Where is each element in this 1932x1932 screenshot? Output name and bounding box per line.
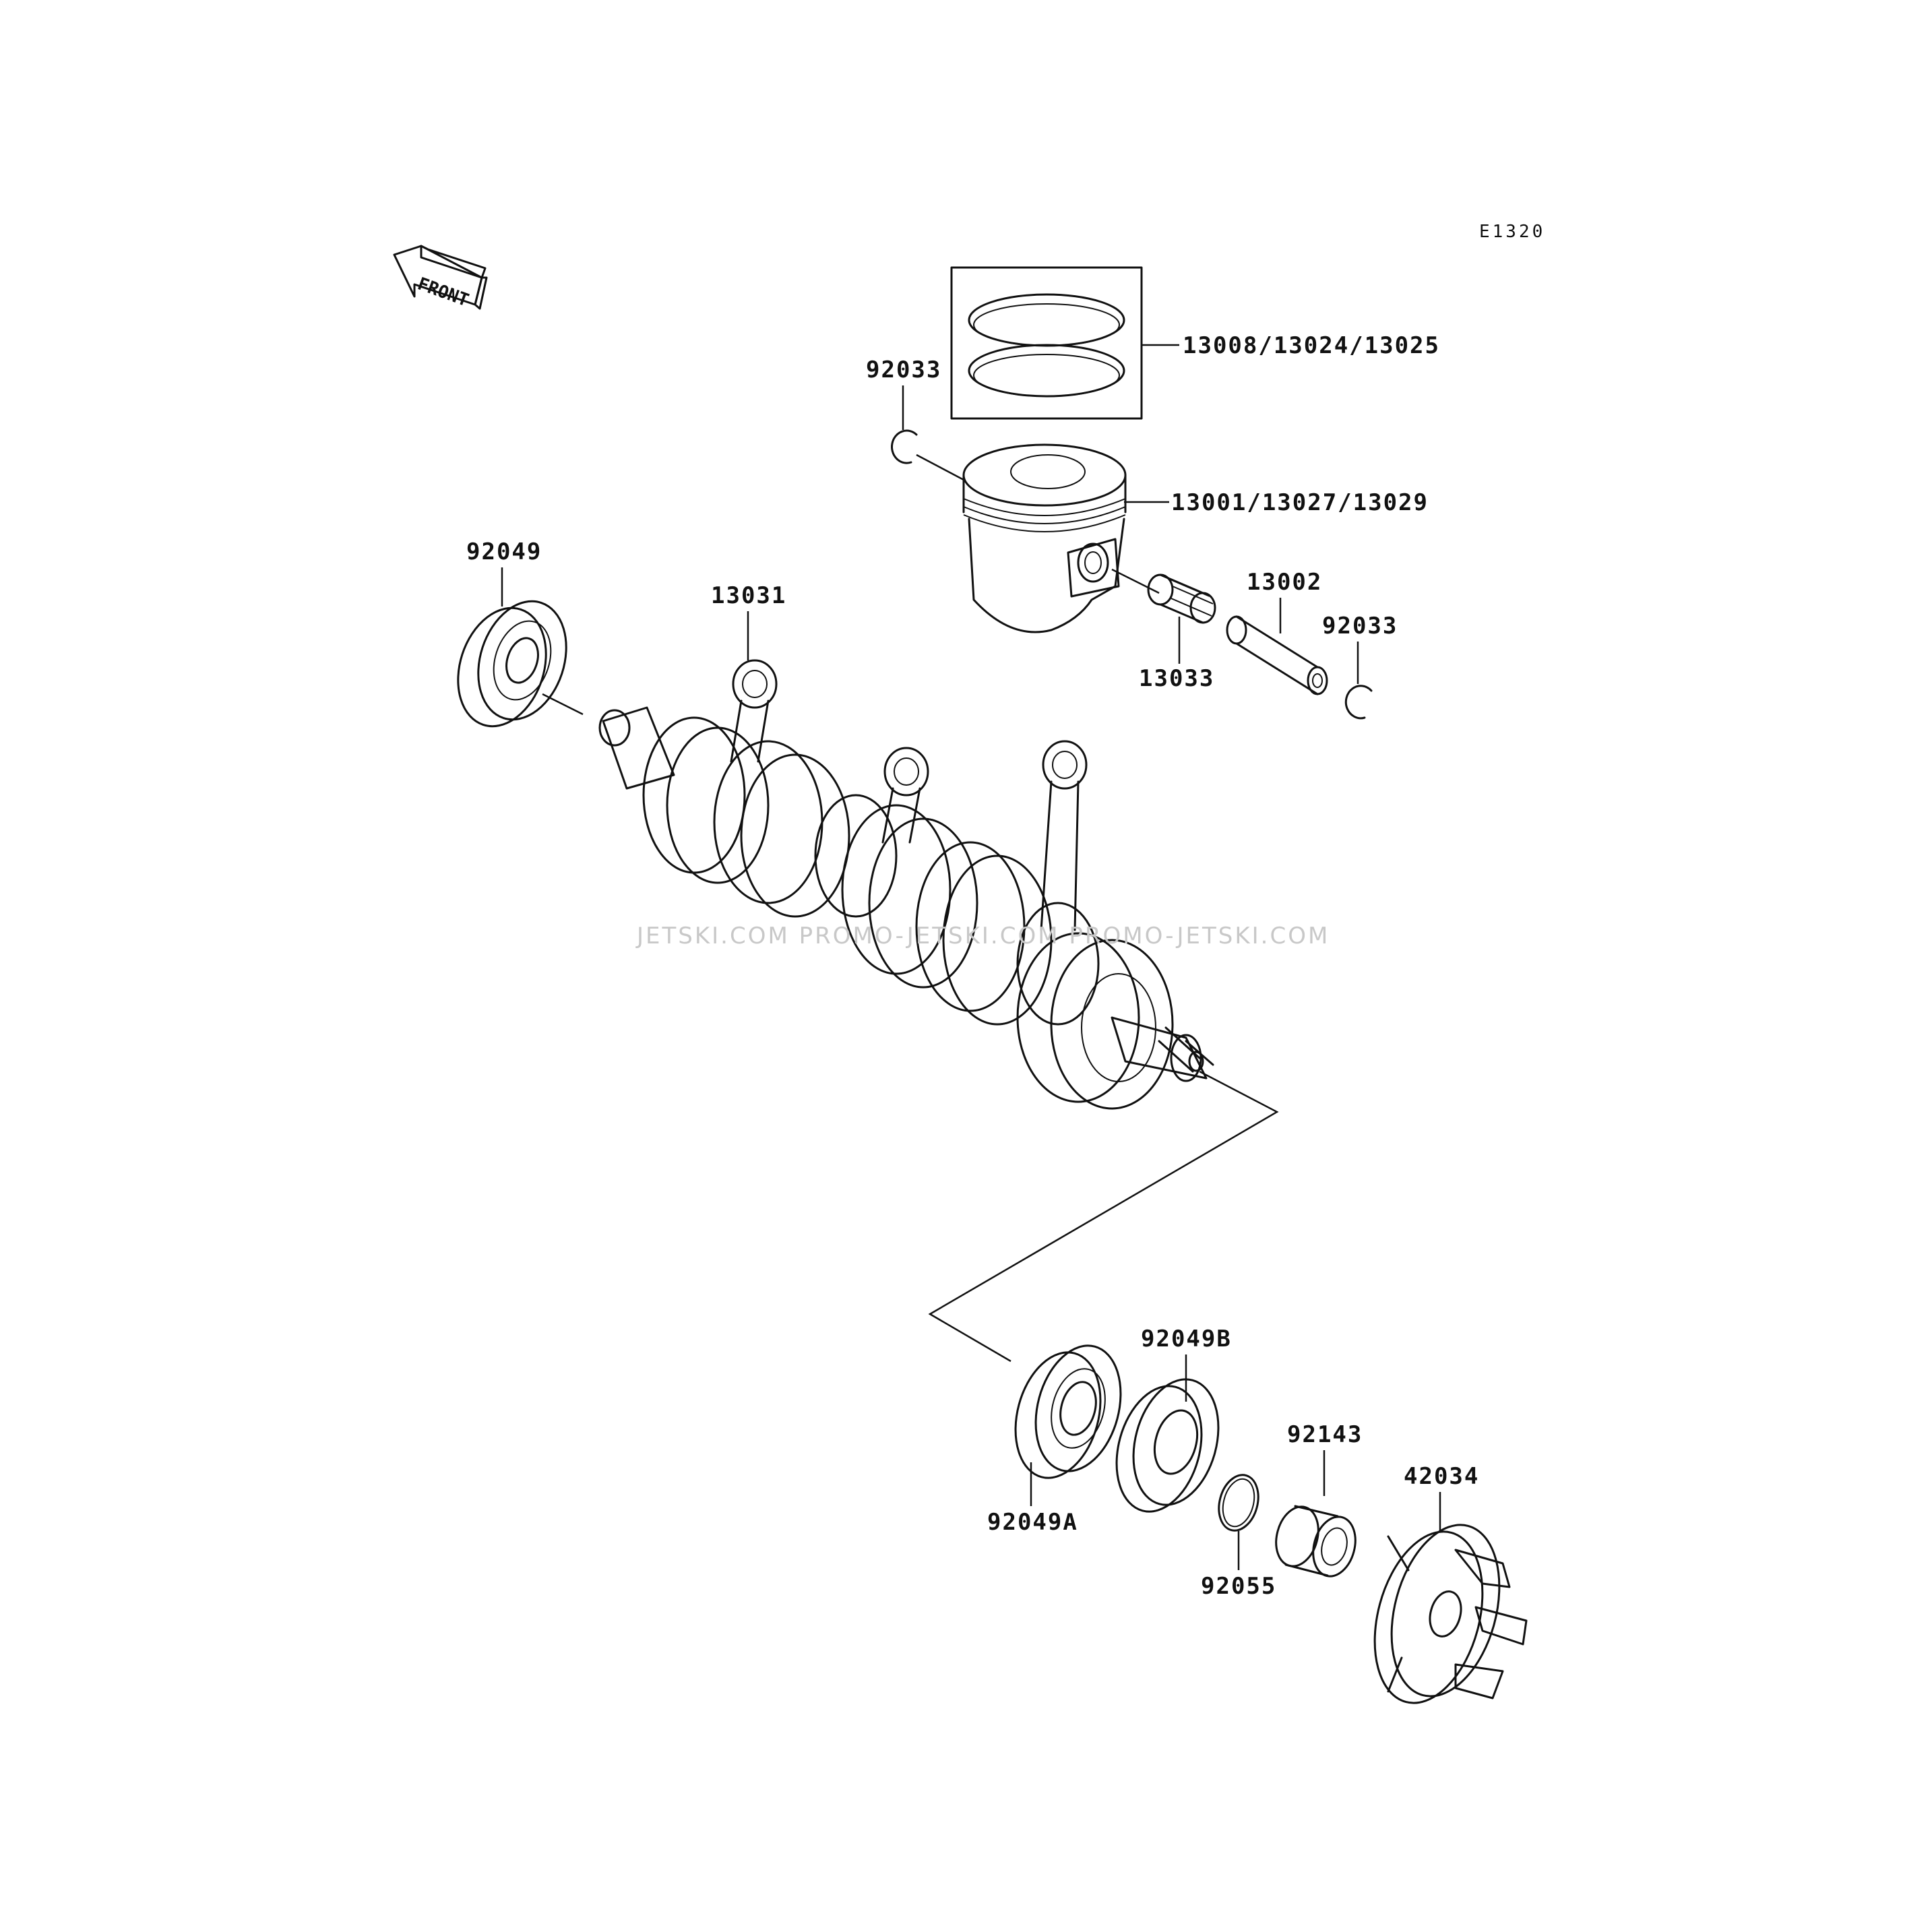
piston-pin: [1226, 615, 1328, 695]
needle-bearing: [1147, 573, 1216, 624]
front-label: FRONT: [415, 274, 472, 311]
circlip-top: [891, 429, 918, 464]
label-13033: 13033: [1139, 665, 1214, 692]
label-92143: 92143: [1287, 1421, 1363, 1448]
oil-seal-92049A: [1014, 1344, 1122, 1479]
label-92033-top: 92033: [866, 356, 941, 383]
crankshaft: [598, 659, 1214, 1110]
oil-seal-left: [457, 600, 567, 728]
label-13002: 13002: [1247, 569, 1322, 596]
front-arrow-icon: FRONT: [393, 245, 488, 311]
label-13031: 13031: [711, 582, 786, 609]
label-13008: 13008/13024/13025: [1183, 332, 1440, 359]
label-92055: 92055: [1201, 1573, 1276, 1600]
label-42034: 42034: [1404, 1463, 1479, 1490]
watermark: JETSKI.COM PROMO-JETSKI.COM PROMO-JETSKI…: [635, 923, 1330, 949]
diagram-code: E1320: [1479, 222, 1545, 242]
label-13001: 13001/13027/13029: [1171, 489, 1429, 516]
label-92049: 92049: [466, 538, 542, 565]
piston: [962, 443, 1127, 633]
circlip-right: [1344, 685, 1373, 720]
collar: [1275, 1505, 1357, 1578]
label-92049B: 92049B: [1141, 1326, 1232, 1352]
piston-rings: [950, 266, 1143, 420]
o-ring: [1218, 1474, 1259, 1532]
coupling: [1373, 1524, 1528, 1704]
oil-seal-92049B: [1115, 1378, 1220, 1513]
label-92033-right: 92033: [1322, 613, 1398, 640]
label-92049A: 92049A: [987, 1509, 1078, 1536]
